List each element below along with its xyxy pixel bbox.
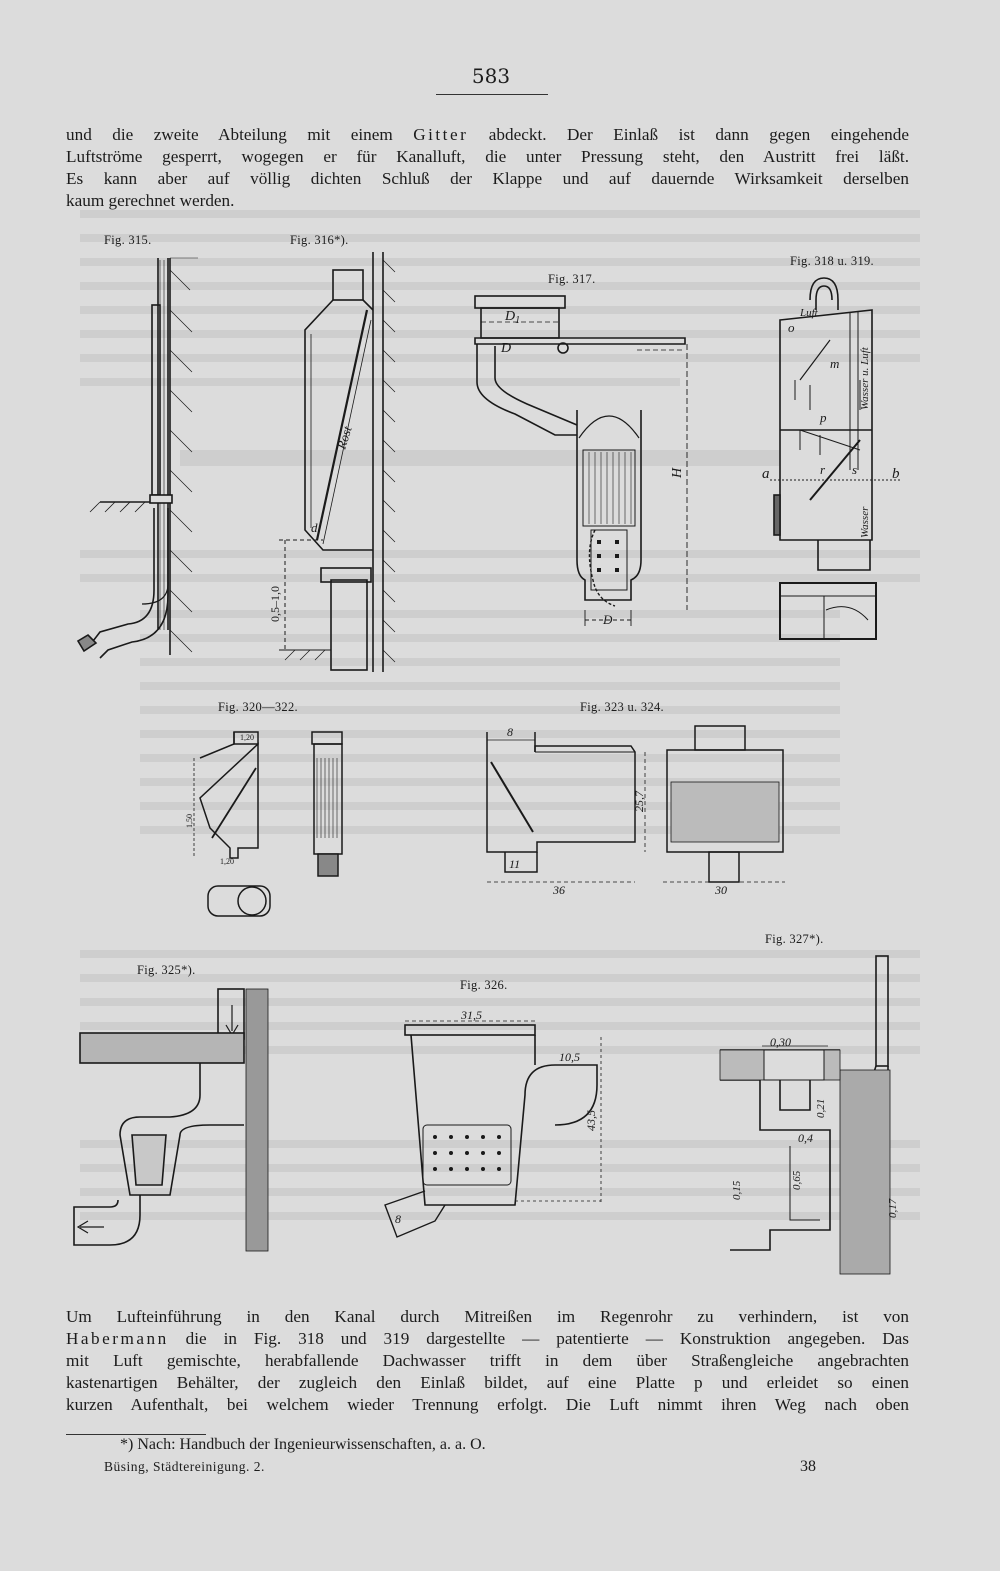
fig323-caption: Fig. 323 u. 324. [580,700,664,714]
text-seg: abdeckt. Der Einlaß ist dann gegen einge… [468,125,909,144]
dbottom-label: D [602,612,613,627]
fig326-drawing: 31,5 10,5 43,5 8 [375,1005,615,1245]
text-line: kaum gerechnet werden. [66,191,235,210]
dim315-label: 31,5 [460,1008,482,1022]
r-label: r [820,462,826,477]
dim8-label: 8 [507,725,513,739]
text-seg: und die zweite Abteilung mit einem [66,125,414,144]
fig317-drawing: D1 D H D [455,290,705,630]
fig320-caption: Fig. 320—322. [218,700,298,714]
p-label: p [819,410,827,425]
d-label: d [311,520,318,535]
fig318-drawing: Luft Wasser u. Luft o m p r s a b Wasser [760,270,910,655]
footnote-rule [66,1434,206,1435]
text-line: kastenartigen Behälter, der zugleich den… [66,1373,909,1392]
d-label: D [500,341,511,356]
header-rule [436,94,548,95]
paragraph-top: und die zweite Abteilung mit einem Gitte… [66,124,909,212]
page-number: 583 [471,64,511,88]
text-line: Luftströme gesperrt, wogegen er für Kana… [66,147,909,166]
text-line: Es kann aber auf völlig dichten Schluß d… [66,169,909,188]
dim257-label: 25,7 [632,790,646,812]
dim030-label: 0,30 [770,1035,791,1049]
fig323-drawing: 8 25,7 11 36 30 [485,722,795,902]
fig315-caption: Fig. 315. [104,233,152,247]
fig326-caption: Fig. 326. [460,978,508,992]
d1-label: D1 [504,309,520,326]
a-label: a [762,466,770,482]
signature-number: 38 [800,1458,816,1475]
dim2-label: 1,50 [186,814,194,828]
text-line: mit Luft gemischte, herabfallende Dachwa… [66,1351,909,1370]
fig318-caption: Fig. 318 u. 319. [790,254,874,268]
wasser-label: Wasser [859,506,871,538]
dim105-label: 10,5 [559,1050,580,1064]
luft-label: Luft [799,307,819,319]
d1-main: D [504,309,515,324]
dim-label: 0,5–1,0 [268,586,282,622]
h-label: H [670,467,685,479]
m-label: m [830,356,839,371]
wasser-luft-label: Wasser u. Luft [859,346,871,410]
dim30-label: 30 [714,883,727,897]
d1-sub: 1 [515,315,520,326]
s-label: s [852,462,857,477]
signature-line: Büsing, Städtereinigung. 2. [104,1459,265,1474]
fig316-drawing: Rost d 0,5–1,0 [255,250,415,675]
dim04-label: 0,4 [798,1131,813,1145]
dim8-label: 8 [395,1212,401,1226]
b-label: b [892,466,900,482]
dim11-label: 11 [509,857,520,871]
fig325-caption: Fig. 325*). [137,963,196,977]
paragraph-bottom: Um Lufteinführung in den Kanal durch Mit… [66,1306,909,1416]
dim1-label: 1,20 [240,733,254,742]
fig325-drawing [70,985,270,1255]
fig327-drawing: 0,30 0,21 0,4 0,65 0,15 0,17 [700,950,900,1280]
dim017-label: 0,17 [887,1198,899,1218]
dim36-label: 36 [552,883,565,897]
text-seg: die in Fig. 318 und 319 dargestellte — p… [168,1329,909,1348]
dim3-label: 1,20 [220,857,234,866]
fig327-caption: Fig. 327*). [765,932,824,946]
text-line: Habermann die in Fig. 318 und 319 darges… [66,1328,909,1350]
text-line: und die zweite Abteilung mit einem Gitte… [66,124,909,146]
text-line: Um Lufteinführung in den Kanal durch Mit… [66,1307,909,1326]
spaced-word: Habermann [66,1329,169,1348]
fig316-caption: Fig. 316*). [290,233,349,247]
fig315-drawing [70,250,200,660]
dim435-label: 43,5 [584,1110,598,1131]
dim021-label: 0,21 [815,1099,827,1118]
o-label: o [788,320,795,335]
fig317-caption: Fig. 317. [548,272,596,286]
rost-label: Rost [333,424,355,452]
dim015-label: 0,15 [731,1180,743,1200]
spaced-word: Gitter [413,125,469,144]
fig320-drawing: 1,20 1,50 1,20 [186,728,366,928]
footnote: *) Nach: Handbuch der Ingenieurwissensch… [120,1436,486,1453]
dim065-label: 0,65 [791,1170,803,1190]
text-line: kurzen Aufenthalt, bei welchem wieder Tr… [66,1395,909,1414]
